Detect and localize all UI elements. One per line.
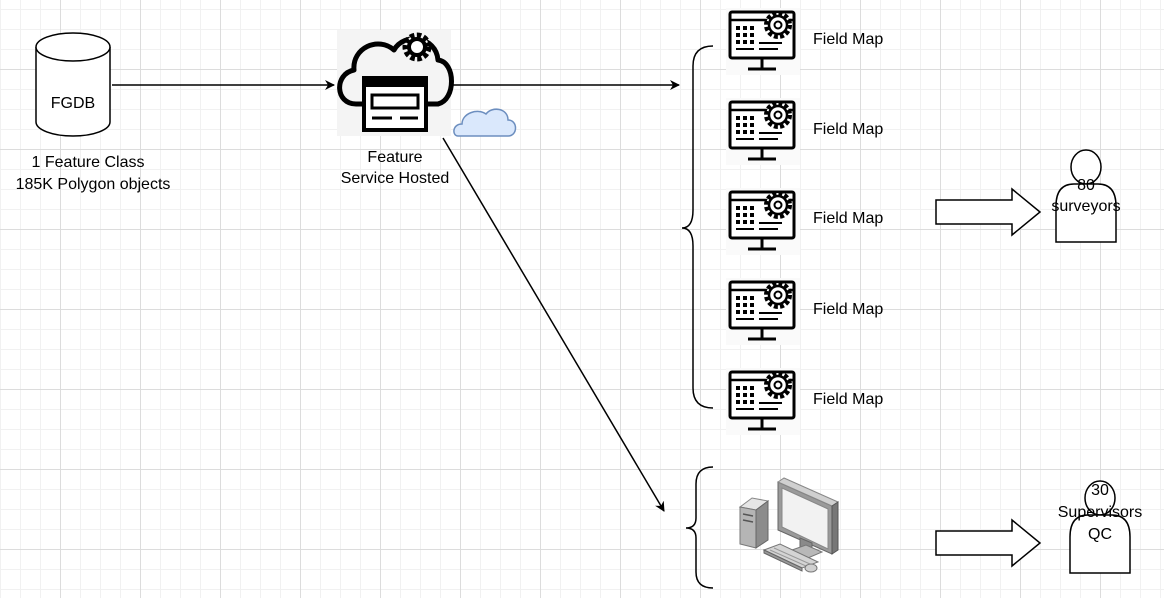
field-map-label: Field Map bbox=[813, 121, 884, 138]
field-map-icon[interactable] bbox=[724, 96, 802, 167]
field-map-icon[interactable] bbox=[724, 366, 802, 437]
field-map-label: Field Map bbox=[813, 31, 884, 48]
workstation-curly-brace bbox=[685, 466, 714, 589]
supervisors-role-label: QC bbox=[1088, 526, 1112, 543]
surveyors-count-label: 80 bbox=[1077, 177, 1095, 194]
field-map-icon[interactable] bbox=[724, 276, 802, 347]
supervisors-count-label: 30 bbox=[1091, 482, 1109, 499]
desktop-computer-icon[interactable] bbox=[738, 477, 840, 573]
feature-class-count-label: 1 Feature Class bbox=[31, 154, 145, 171]
surveyors-label: surveyors bbox=[1051, 198, 1121, 215]
field-map-icon[interactable] bbox=[724, 186, 802, 257]
supervisors-label: Supervisors bbox=[1057, 504, 1143, 521]
field-map-label: Field Map bbox=[813, 301, 884, 318]
cloud-icon bbox=[453, 108, 517, 137]
fgdb-database-icon[interactable] bbox=[35, 32, 111, 137]
fgdb-label: FGDB bbox=[50, 95, 96, 112]
cloud-gear-service-icon[interactable] bbox=[337, 30, 454, 136]
connector-service-to-workstation[interactable] bbox=[442, 137, 665, 512]
field-map-label: Field Map bbox=[813, 391, 884, 408]
feature-service-label-line1: Feature bbox=[367, 149, 423, 166]
field-map-icon[interactable] bbox=[724, 6, 802, 77]
fieldmaps-curly-brace bbox=[681, 45, 714, 409]
supervisors-block-arrow[interactable] bbox=[935, 519, 1041, 567]
polygon-count-label: 185K Polygon objects bbox=[15, 176, 171, 193]
surveyors-block-arrow[interactable] bbox=[935, 188, 1041, 236]
field-map-label: Field Map bbox=[813, 210, 884, 227]
feature-service-label-line2: Service Hosted bbox=[340, 170, 450, 187]
